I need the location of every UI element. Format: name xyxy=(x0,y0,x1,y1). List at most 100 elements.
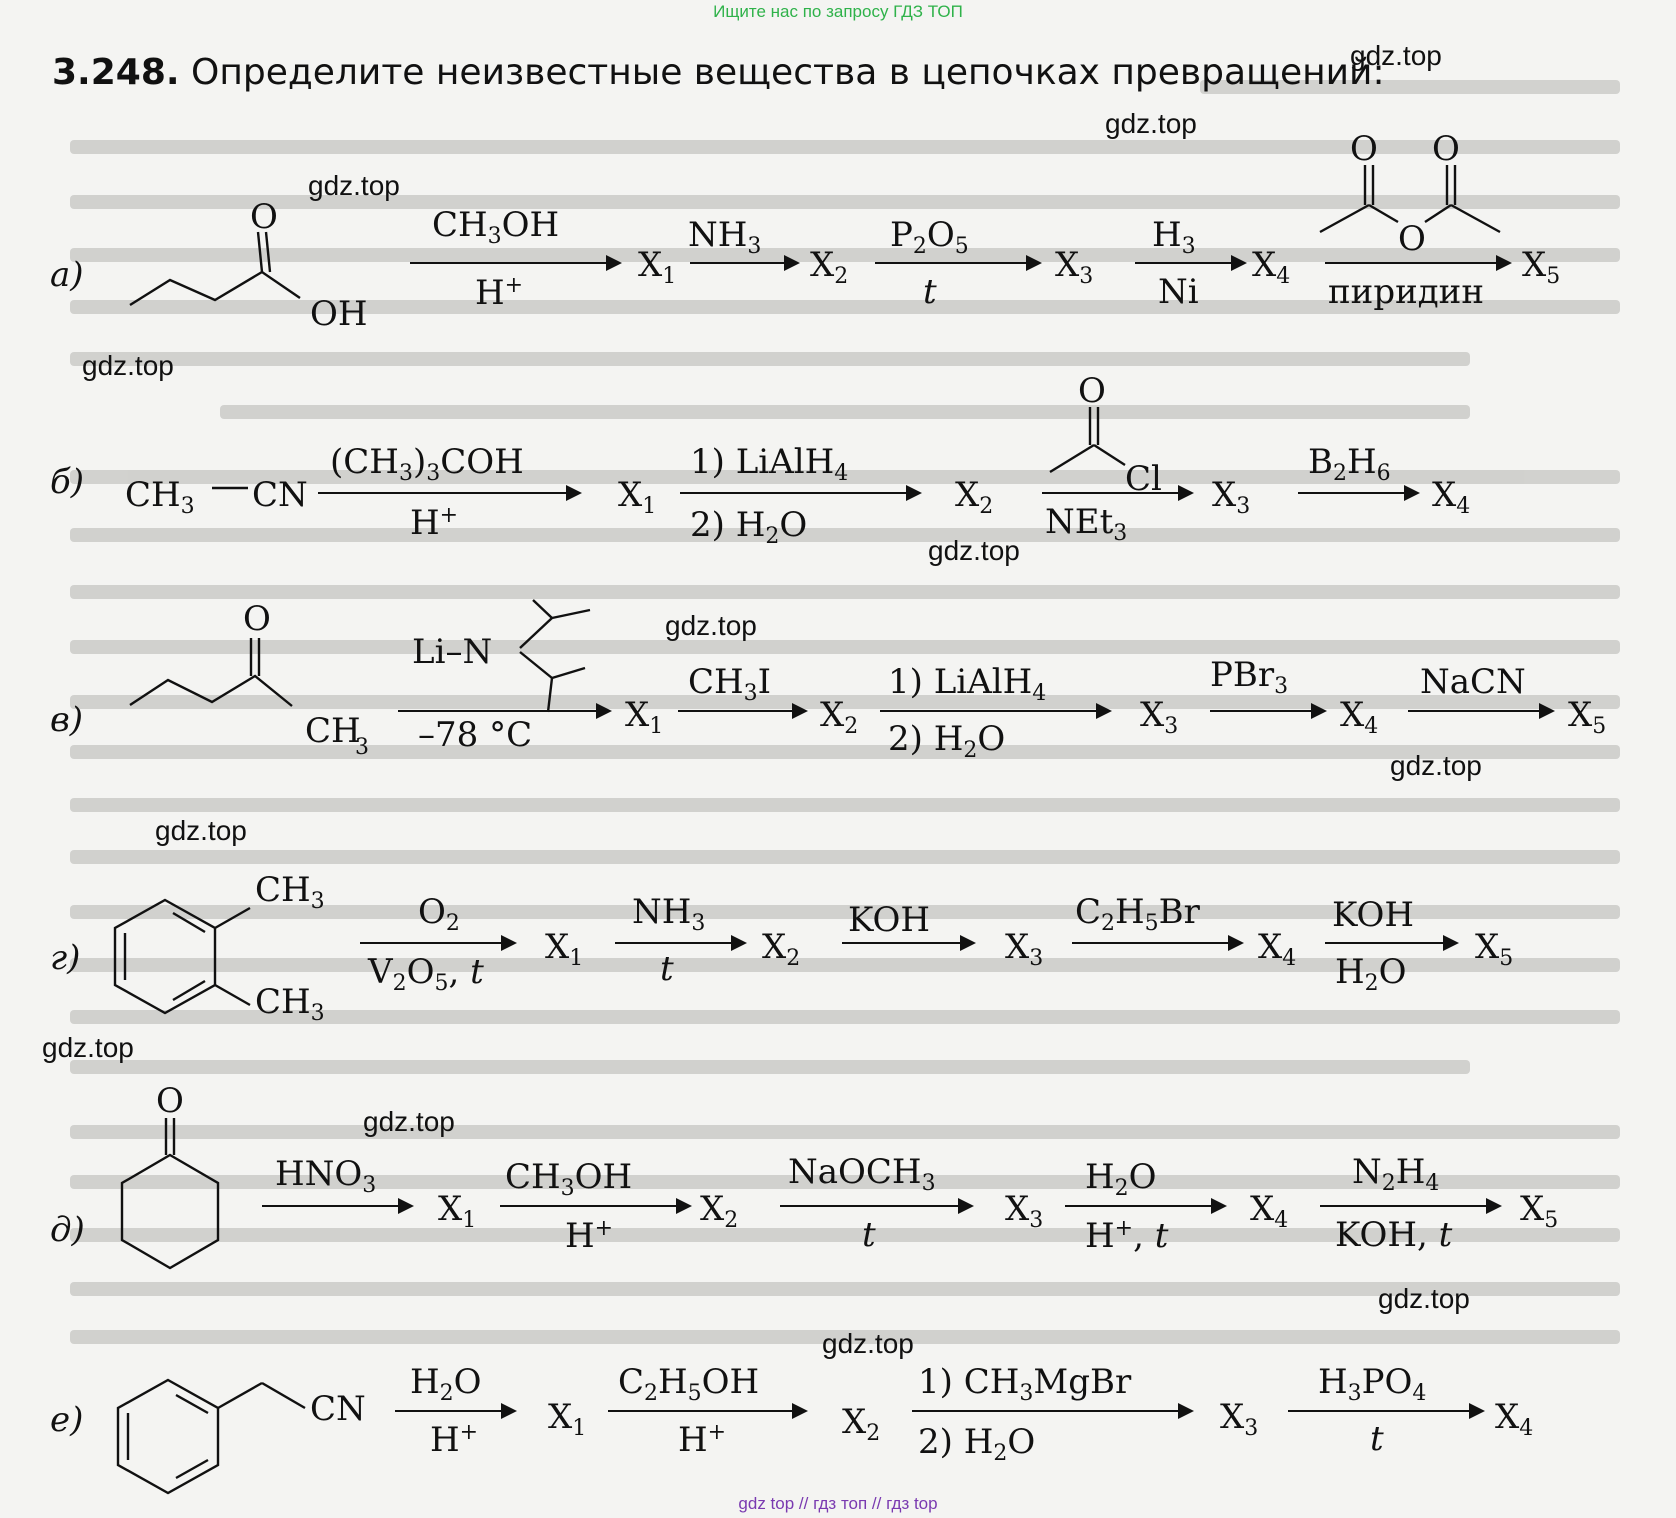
a-condition-4: Ni xyxy=(1158,272,1199,312)
g-arrow-3 xyxy=(842,935,976,951)
a-reagent-2: NH3 xyxy=(688,215,762,259)
b-arrow-4 xyxy=(1298,485,1420,501)
v-reagent-4: PBr3 xyxy=(1210,655,1289,699)
d-x2: X2 xyxy=(700,1189,739,1233)
b-condition-3: NEt3 xyxy=(1045,502,1128,546)
v-arrow-3 xyxy=(880,703,1112,719)
v-arrow-5 xyxy=(1408,703,1555,719)
d-arrow-2 xyxy=(500,1198,692,1214)
v-reagent-1: Li–N xyxy=(412,632,493,672)
svg-text:3: 3 xyxy=(355,735,369,760)
b-x4: X4 xyxy=(1432,475,1471,519)
watermark: gdz.top xyxy=(822,1328,914,1359)
watermark: gdz.top xyxy=(1105,108,1197,139)
g-arrow-4 xyxy=(1072,935,1244,951)
a-arrow-4 xyxy=(1135,255,1247,271)
b-x2: X2 xyxy=(955,475,994,519)
g-x4: X4 xyxy=(1258,927,1297,971)
watermark: gdz.top xyxy=(363,1106,455,1137)
d-condition-5: KOH, t xyxy=(1335,1215,1453,1255)
a-condition-1: H+ xyxy=(475,273,524,313)
g-x5: X5 xyxy=(1475,927,1514,971)
d-reagent-3: NaOCH3 xyxy=(788,1152,936,1196)
d-arrow-1 xyxy=(262,1198,414,1214)
watermark: gdz.top xyxy=(1378,1283,1470,1314)
a-x1: X1 xyxy=(638,245,677,289)
e-reagent-1: H2O xyxy=(410,1362,482,1406)
v-reagent-3: 1) LiAlH4 xyxy=(888,662,1047,706)
svg-text:O: O xyxy=(1350,129,1378,169)
d-arrow-5 xyxy=(1320,1198,1502,1214)
a-condition-5: пиридин xyxy=(1328,272,1485,312)
b-x3: X3 xyxy=(1212,475,1251,519)
problem-title: 3.248. Определите неизвестные вещества в… xyxy=(52,52,1385,93)
e-reactant-cn: CN xyxy=(310,1389,366,1429)
e-x4: X4 xyxy=(1495,1397,1534,1441)
e-arrow-2 xyxy=(608,1403,808,1419)
g-reagent-3: KOH xyxy=(848,900,931,940)
b-x1: X1 xyxy=(618,475,657,519)
svg-text:OH: OH xyxy=(310,294,368,334)
d-condition-3: t xyxy=(862,1215,876,1255)
watermark: gdz.top xyxy=(928,535,1020,566)
b-reactant-cn: CN xyxy=(252,475,308,515)
g-condition-2: t xyxy=(660,949,674,989)
g-x2: X2 xyxy=(762,927,801,971)
b-arrow-1 xyxy=(318,485,582,501)
a-reagent-3: P2O5 xyxy=(890,215,969,259)
chain-b-label: б) xyxy=(50,462,85,502)
a-x4: X4 xyxy=(1252,245,1291,289)
b-reactant: CH3 xyxy=(125,475,195,519)
d-condition-4: H+, t xyxy=(1085,1216,1169,1256)
d-arrow-4 xyxy=(1065,1198,1227,1214)
b-arrow-3 xyxy=(1042,485,1194,501)
a-condition-3: t xyxy=(923,272,937,312)
g-x1: X1 xyxy=(545,927,584,971)
top-banner[interactable]: Ищите нас по запросу ГДЗ ТОП xyxy=(713,2,963,21)
d-x1: X1 xyxy=(438,1189,477,1233)
svg-text:CH: CH xyxy=(305,711,361,751)
v-reagent-5: NaCN xyxy=(1420,662,1526,702)
e-x2: X2 xyxy=(842,1402,881,1446)
v-x1: X1 xyxy=(625,695,664,739)
e-arrow-3 xyxy=(912,1403,1194,1419)
v-reagent-2: CH3I xyxy=(688,662,772,706)
a-reagent-4: H3 xyxy=(1152,215,1196,259)
v-condition-3: 2) H2O xyxy=(888,719,1006,763)
d-x5: X5 xyxy=(1520,1189,1559,1233)
e-x1: X1 xyxy=(548,1397,587,1441)
watermark: gdz.top xyxy=(665,610,757,641)
g-x3: X3 xyxy=(1005,927,1044,971)
a-x5: X5 xyxy=(1522,245,1561,289)
v-x3: X3 xyxy=(1140,695,1179,739)
v-arrow-1 xyxy=(398,703,612,719)
e-condition-4: t xyxy=(1370,1419,1384,1459)
v-x2: X2 xyxy=(820,695,859,739)
v-x4: X4 xyxy=(1340,695,1379,739)
g-reagent-1: O2 xyxy=(418,892,460,936)
e-arrow-4 xyxy=(1288,1403,1485,1419)
problem-number: 3.248. xyxy=(52,52,180,93)
g-reagent-5: KOH xyxy=(1332,895,1415,935)
g-reagent-4: C2H5Br xyxy=(1075,892,1200,936)
g-condition-1: V2O5, t xyxy=(368,952,484,996)
e-reagent-4: H3PO4 xyxy=(1318,1362,1427,1406)
footer-links[interactable]: gdz top // гдз топ // гдз top xyxy=(738,1494,938,1513)
g-reagent-2: NH3 xyxy=(632,892,706,936)
chain-g-label: г) xyxy=(50,938,81,978)
e-reagent-3: 1) CH3MgBr xyxy=(918,1362,1132,1406)
v-arrow-2 xyxy=(678,703,808,719)
g-arrow-5 xyxy=(1325,935,1459,951)
svg-text:O: O xyxy=(243,599,271,639)
b-condition-2: 2) H2O xyxy=(690,505,808,549)
b-condition-1: H+ xyxy=(410,503,459,543)
b-reagent-2: 1) LiAlH4 xyxy=(690,442,849,486)
svg-text:O: O xyxy=(156,1081,184,1121)
a-x3: X3 xyxy=(1055,245,1094,289)
